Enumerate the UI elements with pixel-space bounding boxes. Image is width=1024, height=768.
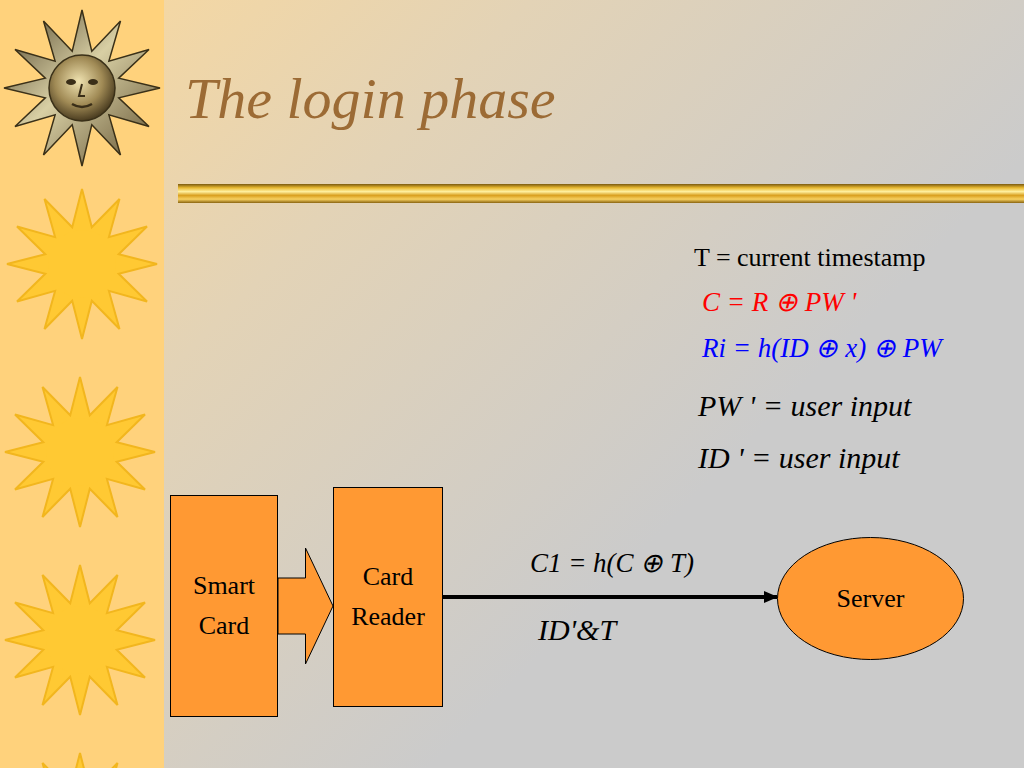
card-reader-box: Card Reader xyxy=(333,487,443,707)
block-arrow xyxy=(278,548,333,664)
password-input: PW ' = user input xyxy=(698,388,911,424)
sun-ornament xyxy=(7,189,157,339)
slide-title: The login phase xyxy=(185,66,556,132)
message-arrow xyxy=(443,595,777,599)
node-label: Smart Card xyxy=(178,566,270,646)
formula-c: C = R ⊕ PW ' xyxy=(702,286,856,318)
id-input: ID ' = user input xyxy=(698,440,900,476)
sun-ornament xyxy=(5,565,155,715)
metal-sun xyxy=(4,10,160,166)
side-band xyxy=(0,0,164,768)
edge-label: C1 = h(C ⊕ T) xyxy=(530,547,694,579)
title-rule xyxy=(178,184,1024,203)
node-label: Server xyxy=(837,579,905,619)
formula-r: Ri = h(ID ⊕ x) ⊕ PW xyxy=(702,332,942,364)
smart-card-box: Smart Card xyxy=(170,495,278,717)
sun-ornament xyxy=(5,377,155,527)
message-label: ID'&T xyxy=(538,612,616,648)
timestamp-definition: T = current timestamp xyxy=(694,242,926,274)
node-label: Card Reader xyxy=(342,557,434,637)
sun-ornament xyxy=(5,753,155,768)
server-ellipse: Server xyxy=(777,537,964,660)
ellipse-shape xyxy=(778,538,964,660)
